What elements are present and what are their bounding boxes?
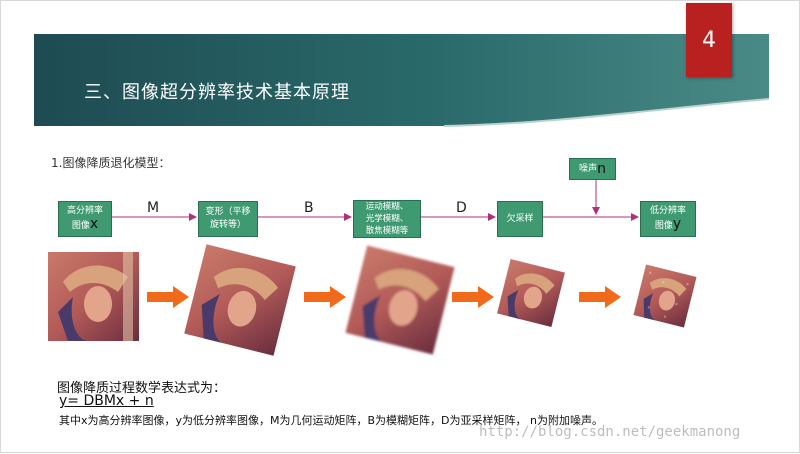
box-low-res-image: 低分辨率 图像y: [640, 201, 696, 237]
var-y: y: [672, 216, 682, 232]
box-noise-label: 噪声: [579, 163, 598, 174]
box-downsample-label: 欠采样: [506, 213, 534, 224]
var-n: n: [597, 160, 606, 177]
box-low-res-label-2: 图像: [654, 221, 673, 231]
process-arrow-4: [579, 286, 621, 308]
op-label-b: B: [304, 200, 314, 216]
box-blur: 运动模糊、 光学模糊、 散焦模糊等: [353, 200, 421, 238]
formula-explanation: 其中x为高分辨率图像，y为低分辨率图像，M为几何运动矩阵，B为模糊矩阵，D为亚采…: [59, 414, 603, 427]
formula-heading: 图像降质过程数学表达式为：: [57, 381, 227, 396]
page-number-badge: 4: [686, 3, 732, 77]
box-high-res-label: 高分辨率: [66, 206, 103, 216]
process-arrow-2: [304, 286, 346, 308]
box-downsample: 欠采样: [497, 201, 543, 237]
image-blurred: [345, 245, 455, 355]
process-arrow-1: [147, 286, 189, 308]
image-warped: [184, 244, 296, 356]
formula-equation: y= DBMx + n: [59, 393, 154, 409]
box-warp: 变形（平移 旋转等）: [198, 201, 258, 237]
section-subheading: 1.图像降质退化模型：: [51, 156, 171, 170]
image-original: [48, 252, 139, 341]
box-low-res-label: 低分辨率: [649, 206, 686, 216]
watermark-url: http://blog.csdn.net/geekmanong: [479, 424, 741, 440]
banner-wave: [34, 98, 769, 131]
op-label-m: M: [147, 200, 160, 216]
slide-title: 三、图像超分辨率技术基本原理: [84, 82, 350, 103]
box-high-res-label-2: 图像: [71, 221, 90, 231]
box-warp-line1: 变形（平移: [205, 207, 251, 217]
var-x: x: [89, 216, 99, 232]
op-label-d: D: [456, 200, 467, 216]
box-blur-line1: 运动模糊、: [365, 202, 409, 212]
box-high-res-image: 高分辨率 图像x: [58, 201, 112, 237]
box-blur-line3: 散焦模糊等: [365, 226, 409, 236]
box-warp-line2: 旋转等）: [209, 220, 246, 230]
process-arrow-3: [452, 286, 494, 308]
box-blur-line2: 光学模糊、: [365, 214, 409, 224]
image-low-res-noisy: [633, 264, 697, 328]
image-downsampled: [497, 259, 565, 327]
